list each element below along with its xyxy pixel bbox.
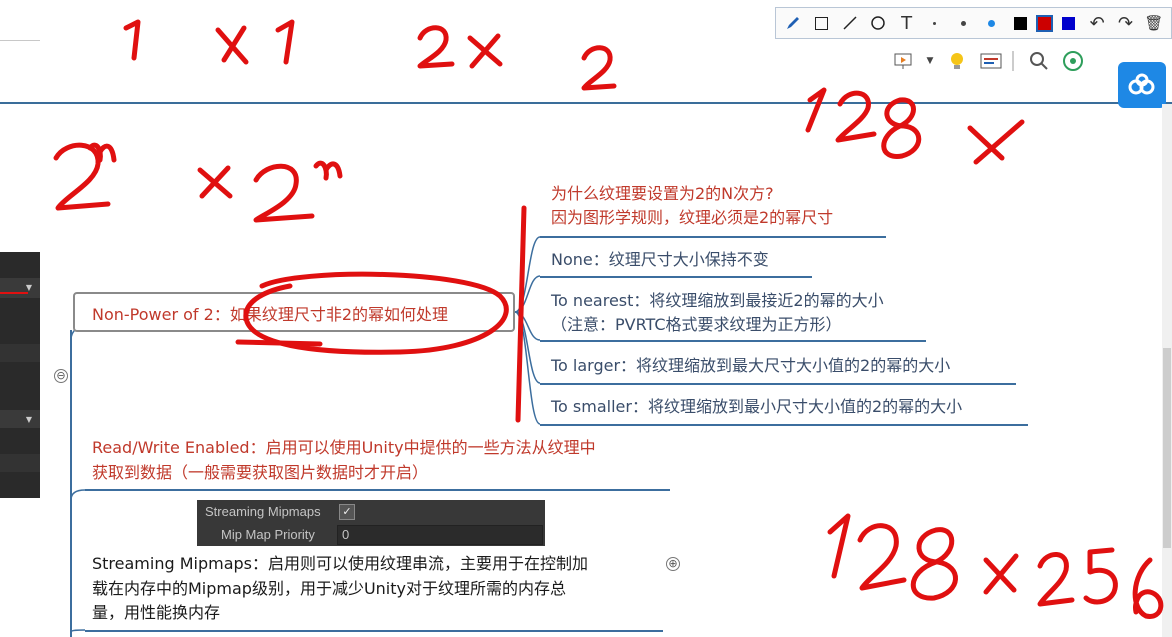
unity-inspector-fragment: ▼ ▼ <box>0 252 40 498</box>
streaming-node-line1[interactable]: Streaming Mipmaps：启用则可以使用纹理串流，主要用于在控制加 <box>92 554 589 573</box>
divider <box>0 40 40 41</box>
child-underline <box>540 424 1028 426</box>
rectangle-icon[interactable] <box>810 11 832 35</box>
tree-connector <box>70 330 72 637</box>
dropdown-field[interactable]: ▼ <box>0 410 40 428</box>
circle-icon[interactable] <box>867 11 889 35</box>
unity-streaming-screenshot: Streaming Mipmaps ✓ Mip Map Priority 0 <box>197 500 545 546</box>
dropdown-field[interactable]: ▼ <box>0 278 40 298</box>
child-node-1-line1[interactable]: 为什么纹理要设置为2的N次方? <box>551 184 774 203</box>
header-divider <box>0 102 1172 104</box>
color-blue-swatch[interactable] <box>1058 11 1080 35</box>
child-node-2[interactable]: None：纹理尺寸大小保持不变 <box>551 250 769 269</box>
child-underline <box>540 236 886 238</box>
child-node-1-line2[interactable]: 因为图形学规则，纹理必须是2的幂尺寸 <box>551 208 834 227</box>
streaming-node-line3[interactable]: 量，用性能换内存 <box>92 603 221 622</box>
mip-map-priority-value: 0 <box>342 527 350 542</box>
chevron-down-icon: ▼ <box>25 283 32 292</box>
bulb-icon[interactable] <box>944 48 970 74</box>
undo-icon[interactable]: ↶ <box>1089 12 1105 34</box>
present-icon[interactable] <box>890 48 916 74</box>
node-underline <box>85 630 663 632</box>
delete-icon[interactable]: 🗑 <box>1144 14 1164 32</box>
annotation-toolbar: T ↶ ↷ 🗑 <box>775 7 1172 39</box>
layout-icon[interactable] <box>978 48 1004 74</box>
redo-icon[interactable]: ↷ <box>1117 12 1134 34</box>
color-red-swatch[interactable] <box>1033 11 1055 35</box>
child-node-4[interactable]: To larger：将纹理缩放到最大尺寸大小值的2的幂的大小 <box>551 356 951 375</box>
child-node-3-line2[interactable]: （注意：PVRTC格式要求纹理为正方形） <box>551 315 842 334</box>
field-row <box>0 344 40 362</box>
child-node-3-line1[interactable]: To nearest：将纹理缩放到最接近2的幂的大小 <box>551 291 884 310</box>
field-row <box>0 454 40 472</box>
search-icon[interactable] <box>1026 48 1052 74</box>
collapse-icon[interactable]: ⊖ <box>54 369 68 383</box>
streaming-node-line2[interactable]: 载在内存中的Mipmap级别，用于减少Unity对于纹理所需的内存总 <box>92 579 566 598</box>
read-write-node-line1[interactable]: Read/Write Enabled：启用可以使用Unity中提供的一些方法从纹… <box>92 438 596 457</box>
scrollbar-thumb[interactable] <box>1163 348 1171 548</box>
mindmap-toolbar: ▼ <box>890 44 1172 78</box>
child-underline <box>540 276 812 278</box>
child-underline <box>540 383 1016 385</box>
cloud-sync-button[interactable] <box>1118 62 1166 108</box>
mindmap-main-node[interactable]: Non-Power of 2：如果纹理尺寸非2的幂如何处理 <box>73 292 515 332</box>
color-black-swatch[interactable] <box>1009 11 1031 35</box>
expand-icon[interactable]: ⊕ <box>666 557 680 571</box>
separator <box>1012 51 1014 71</box>
pen-icon[interactable] <box>782 11 804 35</box>
mip-map-priority-label: Mip Map Priority <box>221 527 315 542</box>
streaming-mipmaps-label: Streaming Mipmaps <box>205 504 321 519</box>
text-icon[interactable]: T <box>901 12 913 34</box>
main-node-label: Non-Power of 2：如果纹理尺寸非2的幂如何处理 <box>92 305 449 324</box>
child-underline <box>540 340 926 342</box>
share-icon[interactable] <box>1060 48 1086 74</box>
node-underline <box>85 489 670 491</box>
read-write-node-line2[interactable]: 获取到数据（一般需要获取图片数据时才开启） <box>92 463 429 482</box>
chevron-down-icon: ▼ <box>25 415 32 424</box>
child-node-5[interactable]: To smaller：将纹理缩放到最小尺寸大小值的2的幂的大小 <box>551 397 963 416</box>
dot-large-icon[interactable] <box>981 11 1003 35</box>
mip-map-priority-field[interactable]: 0 <box>337 525 543 545</box>
line-icon[interactable] <box>839 11 861 35</box>
dot-small-icon[interactable] <box>924 11 946 35</box>
dot-medium-icon[interactable] <box>952 11 974 35</box>
chevron-down-icon[interactable]: ▼ <box>926 56 934 66</box>
streaming-mipmaps-checkbox[interactable]: ✓ <box>339 504 355 520</box>
